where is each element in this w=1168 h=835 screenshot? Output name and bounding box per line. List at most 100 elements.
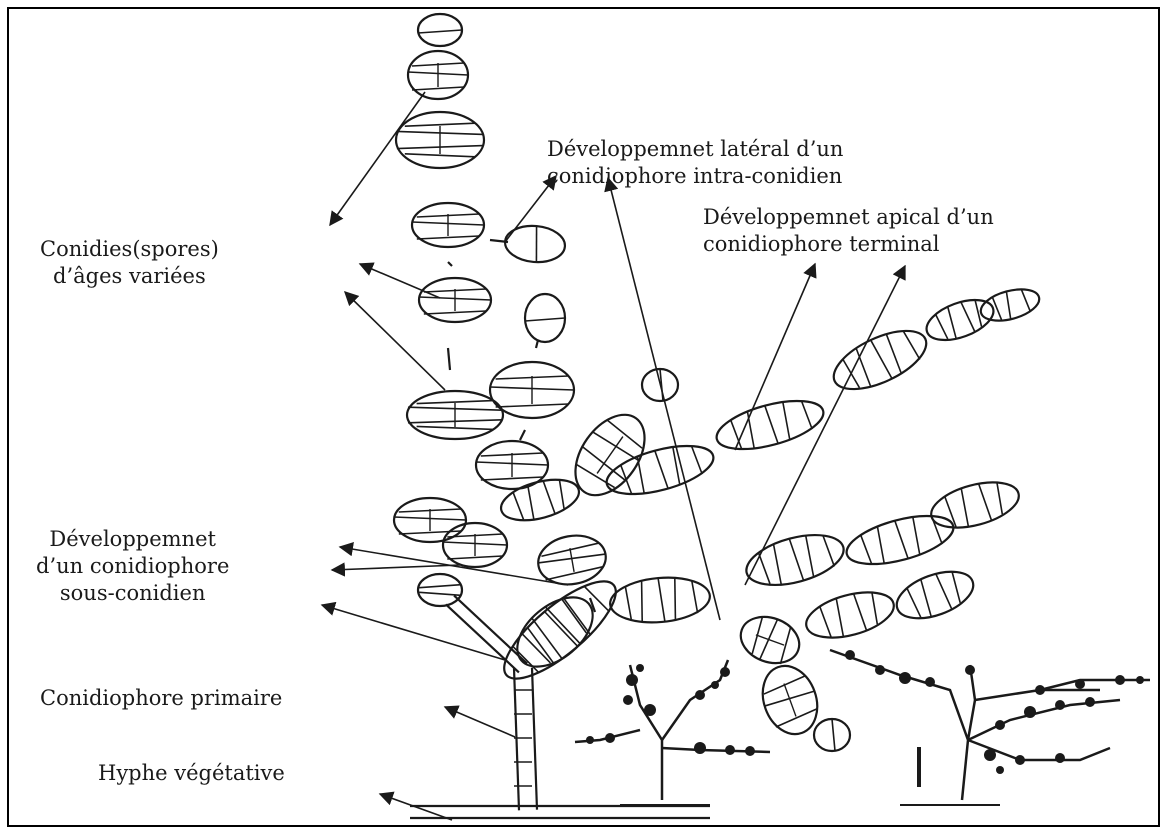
spore-septum [771,544,785,585]
plant-conidium [996,766,1004,774]
conidium-spore [419,278,491,322]
conidium-spore [412,203,484,247]
spore-septum [875,527,888,564]
label-conidies-line2: d’âges variées [40,263,219,290]
spore-septum [545,605,580,646]
spore-outline [926,474,1023,536]
spore-septum [692,580,698,613]
conidium-spore [504,223,567,264]
label-sous-line1: Développemnet [36,526,229,553]
conidium-spore [608,574,711,627]
spore-septum [672,578,679,620]
spore-septum [621,464,632,494]
conidium-spore [418,14,462,46]
hypha-segment [448,348,450,370]
conidium-spore [490,362,574,418]
plant-conidium [720,667,730,677]
spore-septum [412,87,464,90]
spore-septum [936,573,952,611]
spore-septum [560,599,589,633]
conidium-spore [491,567,629,694]
spore-septum [545,567,604,580]
spore-septum [869,593,880,625]
plant-stem [662,660,728,740]
spore-septum [903,330,920,361]
plant-conidium [725,745,735,755]
spore-septum [994,483,1005,515]
spore-septum [854,593,867,632]
plant-conidium [1085,697,1095,707]
hypha-segment [532,668,537,810]
plant-conidium [1075,679,1085,689]
spore-outline [504,223,567,264]
plant-conidium [605,733,615,743]
spore-outline [608,574,711,627]
spore-septum [525,318,565,321]
spore-septum [405,154,475,157]
spore-septum [658,578,665,622]
label-lateral-development: Développemnet latéral d’un conidiophore … [547,136,843,190]
spore-septum [945,307,959,339]
spore-septum [655,450,668,489]
spore-outline [801,584,898,646]
conidium-spore [801,584,898,646]
spore-septum [780,402,793,439]
spore-outline [497,472,584,527]
plant-conidium [644,704,656,716]
spore-septum [802,400,813,430]
conidium-spore [734,609,805,671]
spore-septum [557,480,567,509]
plant-conidium [875,665,885,675]
plant-conidium [1055,700,1065,710]
plant-conidium [1136,676,1144,684]
spore-septum [424,311,486,314]
plant-stem [1040,680,1150,690]
spore-septum [910,517,923,554]
label-lateral-line1: Développemnet latéral d’un [547,136,843,163]
spore-septum [958,488,971,527]
spore-septum [625,586,631,619]
plant-stem [968,665,975,740]
annotation-arrow [735,264,815,450]
spore-septum [961,301,975,333]
spore-outline [825,319,934,401]
plant-conidium [925,677,935,687]
plant-conidium [745,746,755,756]
spore-septum [417,236,479,239]
label-conidies-line1: Conidies(spores) [40,236,219,263]
spore-septum [745,412,758,449]
spore-septum [533,226,539,262]
spore-septum [419,585,460,588]
spore-septum [405,123,475,126]
conidium-spore [497,472,584,527]
plant-conidium [695,690,705,700]
spore-septum [418,30,462,33]
plant-stem [830,650,968,800]
conidium-spore [443,523,507,567]
spore-longitudinal-septum [570,548,574,572]
plant-conidium [1015,755,1025,765]
spore-septum [884,334,904,373]
hypha-segment [448,262,452,266]
spore-septum [584,584,609,613]
spore-septum [639,581,646,623]
spore-septum [823,535,834,567]
plant-conidium [623,695,633,705]
plant-conidium [965,665,975,675]
spore-septum [895,520,908,559]
spore-septum [635,457,648,494]
plant-conidium [586,736,594,744]
spore-septum [447,556,502,559]
spore-septum [936,313,948,340]
label-sous-line3: sous-conidien [36,580,229,607]
spore-septum [820,606,831,638]
spore-septum [949,572,963,603]
label-conidiophore-primaire: Conidiophore primaire [40,685,282,712]
spore-septum [543,480,555,515]
label-sous-line2: d’un conidiophore [36,553,229,580]
conidium-spore [842,506,959,573]
annotation-arrow [332,565,460,570]
spore-septum [789,538,803,581]
conidium-spore [525,294,565,342]
small-plant-sketches [575,650,1150,805]
